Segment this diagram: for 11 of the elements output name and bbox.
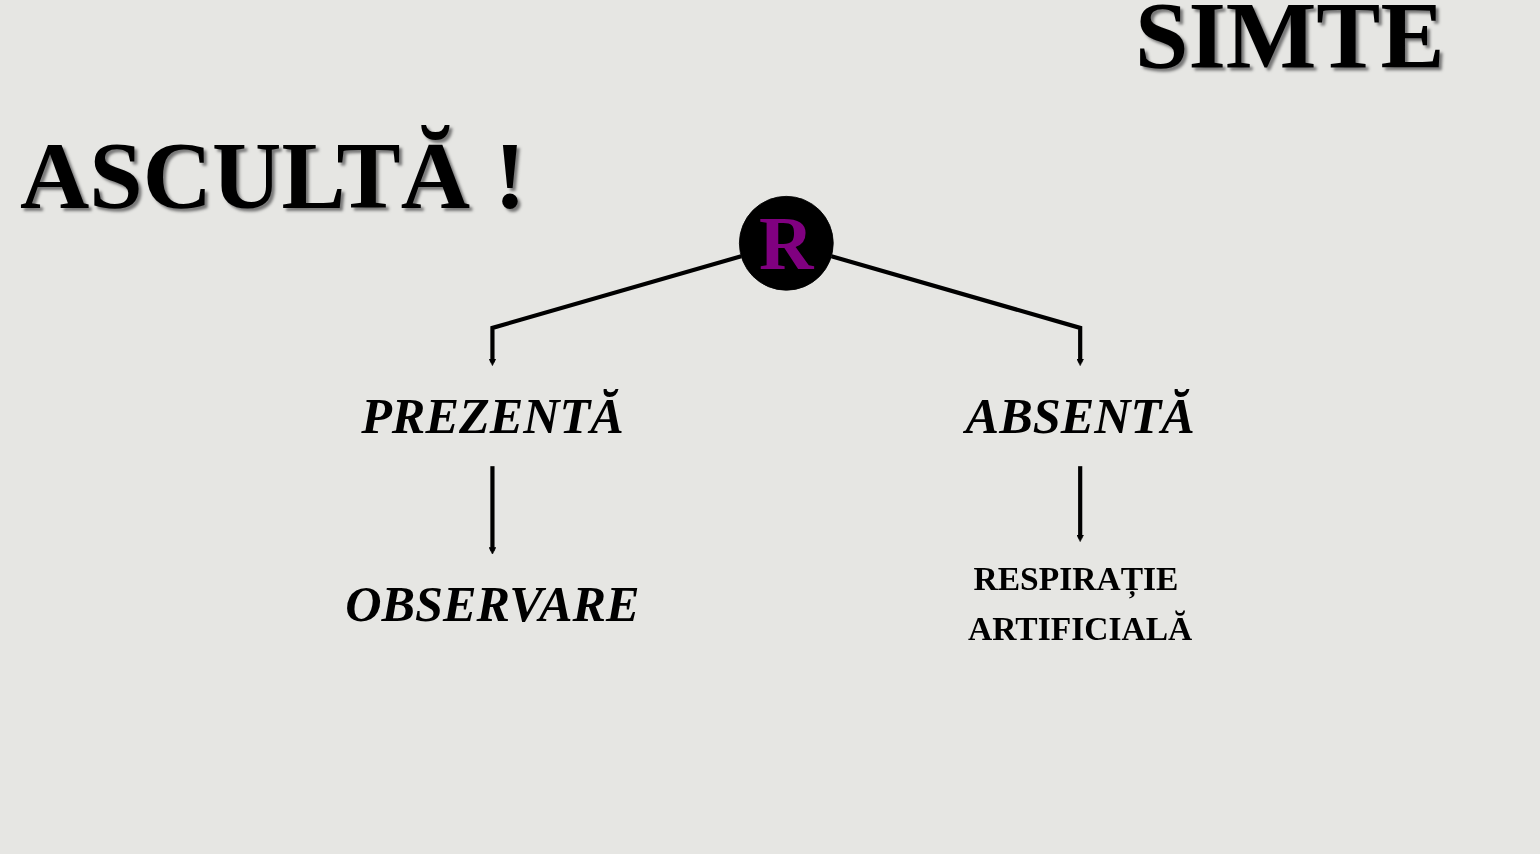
heading-word: ASCULTĂ ! bbox=[20, 121, 526, 231]
arrow bbox=[1076, 466, 1084, 542]
arrow bbox=[830, 254, 1084, 366]
arrow bbox=[488, 466, 497, 555]
node-text: PREZENTĂ bbox=[361, 388, 624, 444]
node-circle: R bbox=[738, 195, 834, 291]
node-text: RESPIRAȚIE ARTIFICIALĂ bbox=[968, 560, 1193, 649]
node-text: OBSERVARE bbox=[345, 576, 640, 633]
heading-word: SIMTE bbox=[1135, 0, 1445, 91]
node-text: ABSENTĂ bbox=[965, 388, 1195, 444]
arrow bbox=[488, 254, 742, 366]
